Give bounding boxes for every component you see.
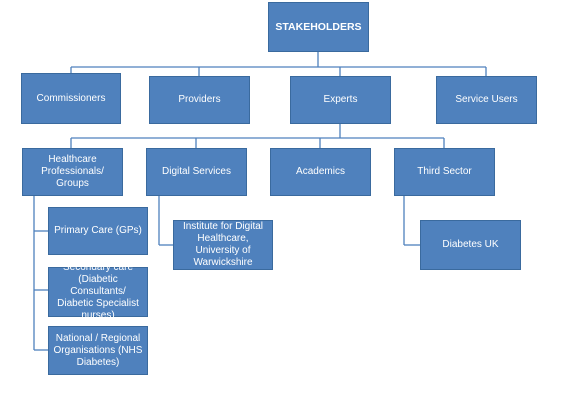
node-primary-care: Primary Care (GPs) xyxy=(48,207,148,255)
node-digital-services: Digital Services xyxy=(146,148,247,196)
node-healthcare-professionals: Healthcare Professionals/ Groups xyxy=(22,148,123,196)
node-secondary-care: Secondary care (Diabetic Consultants/ Di… xyxy=(48,262,148,321)
node-experts: Experts xyxy=(290,76,391,124)
node-providers: Providers xyxy=(149,76,250,124)
node-institute-digital-healthcare: Institute for Digital Healthcare, Univer… xyxy=(173,220,273,270)
node-third-sector: Third Sector xyxy=(394,148,495,196)
node-stakeholders: STAKEHOLDERS xyxy=(268,2,369,52)
node-academics: Academics xyxy=(270,148,371,196)
node-service-users: Service Users xyxy=(436,76,537,124)
node-national-regional-organisations: National / Regional Organisations (NHS D… xyxy=(48,326,148,375)
node-diabetes-uk: Diabetes UK xyxy=(420,220,521,270)
node-commissioners: Commissioners xyxy=(21,73,121,124)
